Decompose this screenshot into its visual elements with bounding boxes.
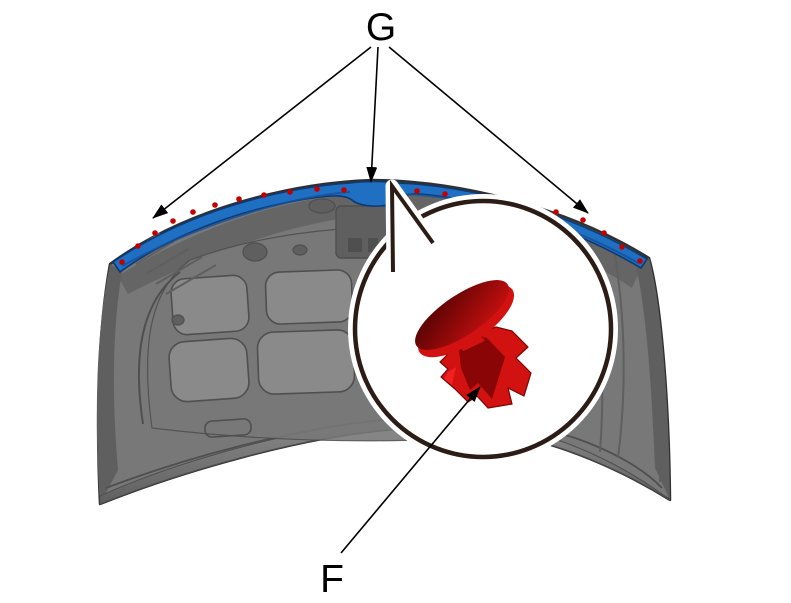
frame-cutout-top-left (170, 274, 250, 336)
clip-detail-callout (348, 179, 618, 464)
callout-tail (389, 179, 435, 273)
hood-bottom-recess (204, 418, 252, 438)
clip-disc-top (415, 280, 509, 350)
hood-seal-seam-left (121, 191, 351, 267)
frame-cutout-bottom-right (256, 329, 356, 395)
clip-body-shadow (459, 337, 505, 399)
arrow-g-right (388, 46, 589, 214)
arrow-g-left (152, 46, 372, 219)
clip-foot-highlight (444, 367, 456, 385)
push-clip-illustration (415, 280, 532, 409)
leader-lines (152, 46, 589, 554)
frame-cutout-top-right (264, 269, 354, 325)
arrow-f (340, 386, 481, 554)
hood-left-edge-band (96, 264, 122, 504)
hood-plateau-sweep-line (137, 271, 181, 425)
label-g: G (366, 6, 396, 49)
label-f: F (320, 558, 344, 601)
arrow-g-center (366, 46, 379, 183)
frame-cutout-bottom-left (168, 337, 250, 403)
